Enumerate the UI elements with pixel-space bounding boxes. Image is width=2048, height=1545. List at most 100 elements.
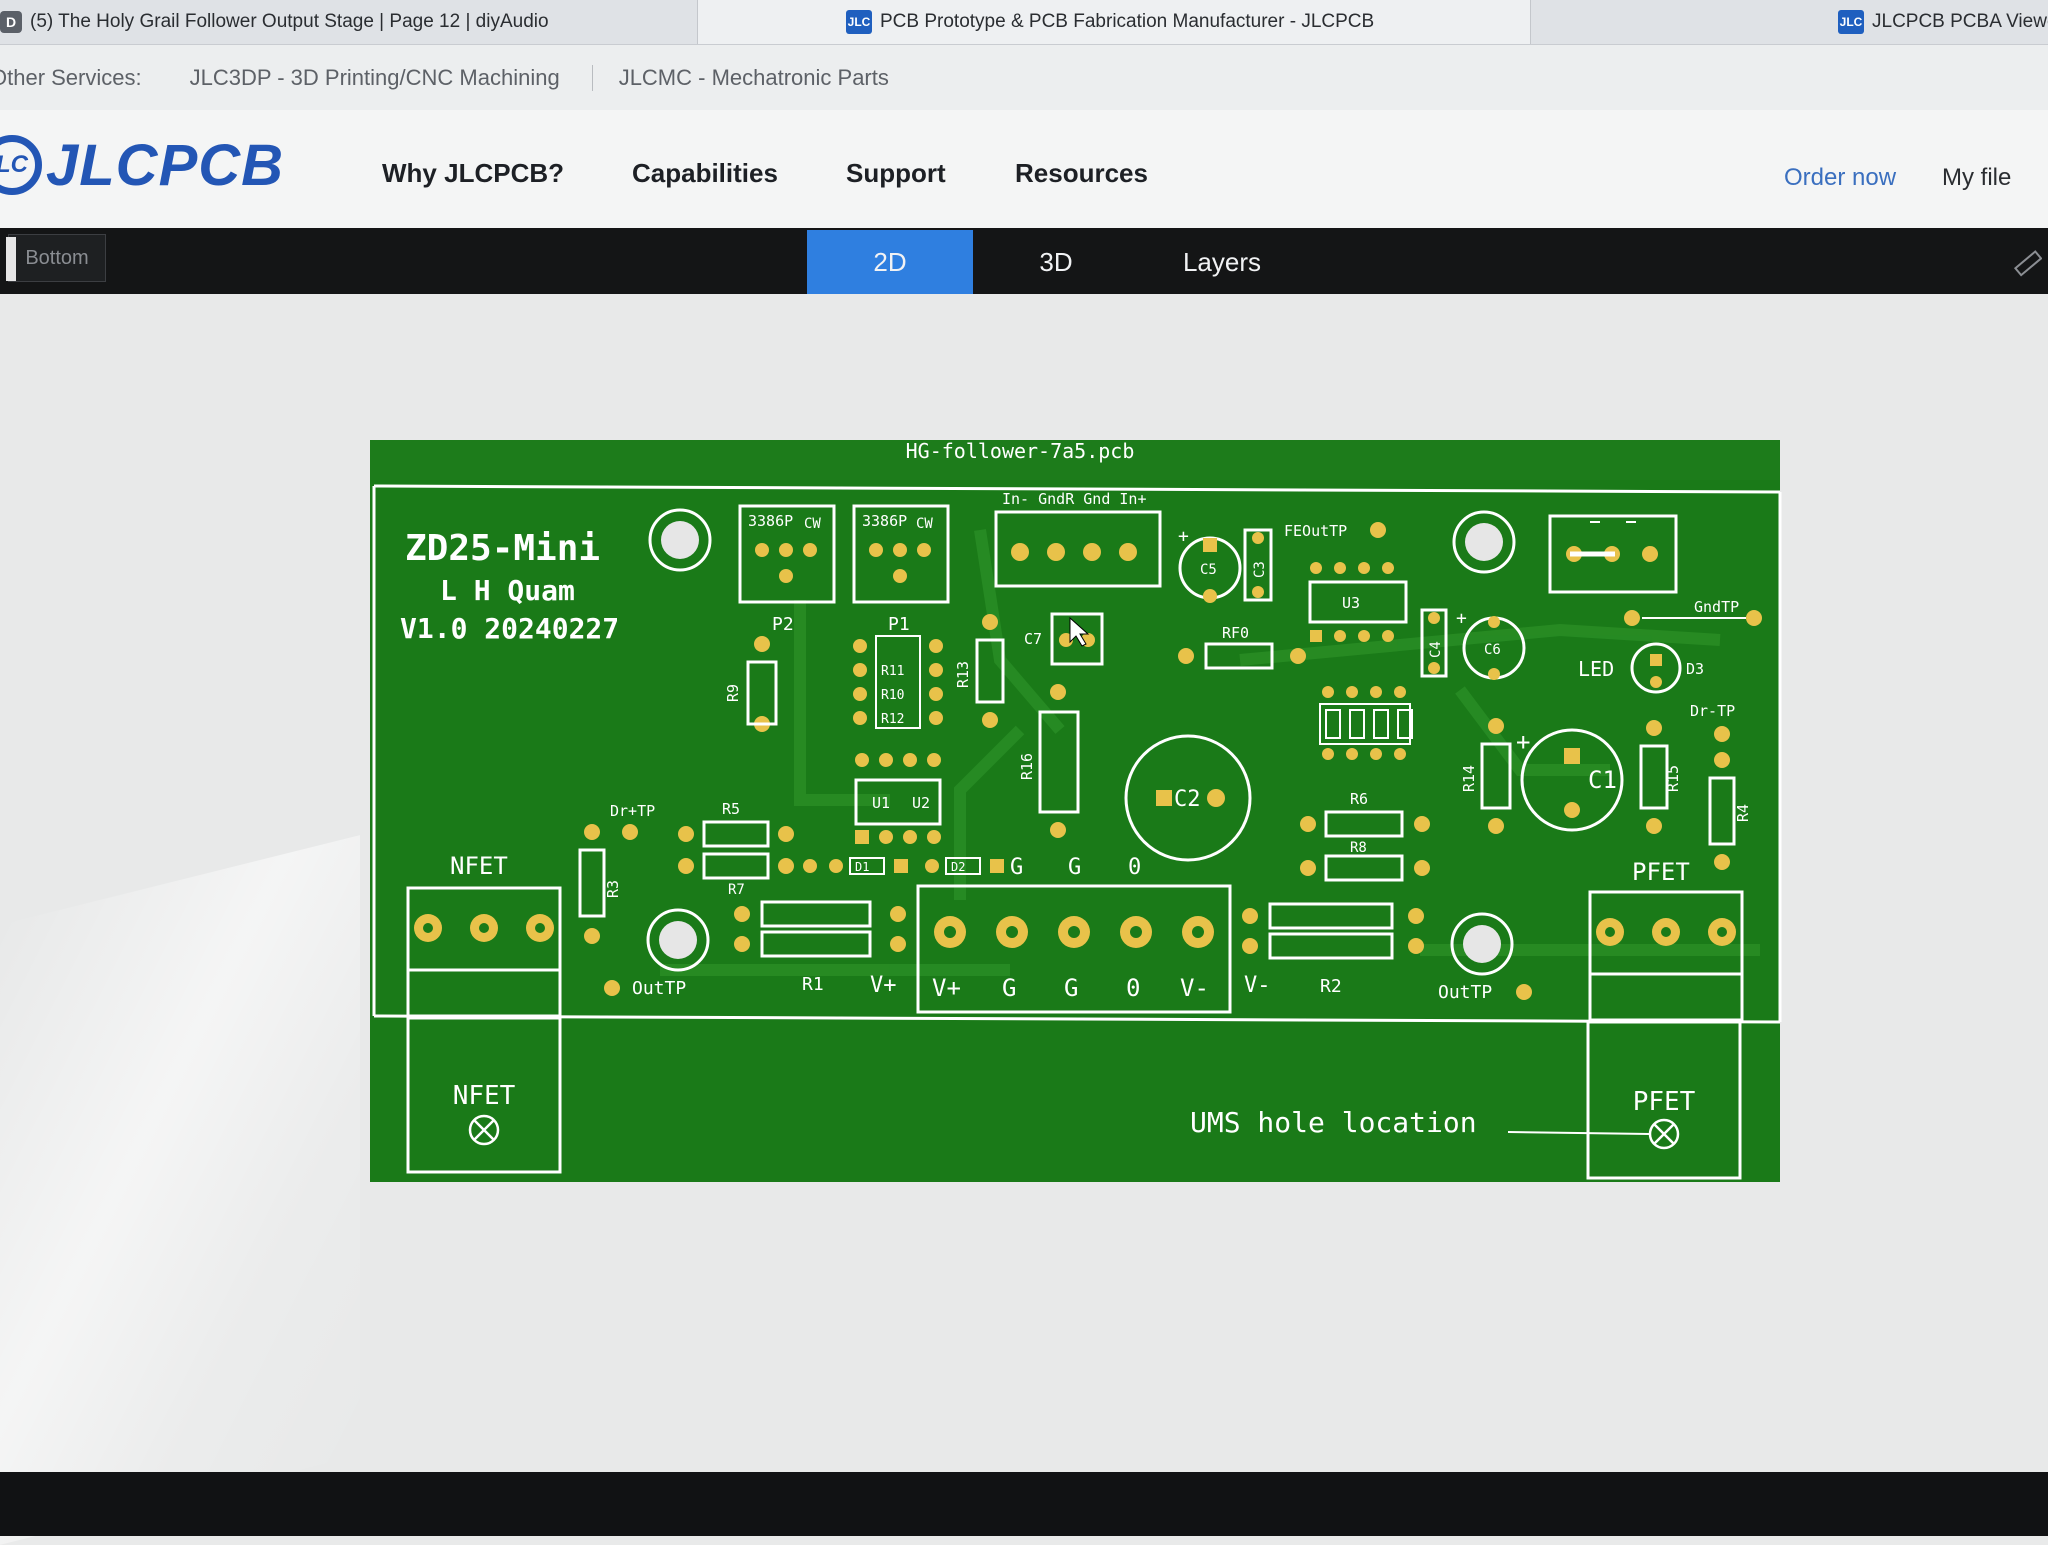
out-tp-right-label: OutTP	[1438, 982, 1492, 1003]
resistor-r2	[1242, 902, 1424, 960]
pcb-render[interactable]: HG-follower-7a5.pcb ZD25-Mini L H Quam V…	[360, 430, 1790, 1190]
pcb-version: V1.0 20240227	[400, 612, 619, 645]
pfet-bottom-label: PFET	[1633, 1087, 1696, 1117]
tab-layers[interactable]: Layers	[1182, 246, 1262, 277]
top-g-label-1: G	[1010, 855, 1023, 880]
pcb-file-name: HG-follower-7a5.pcb	[906, 439, 1135, 463]
v-plus-left-label: V+	[870, 973, 897, 998]
order-now-link[interactable]: Order now	[1784, 164, 1897, 191]
led-label: LED	[1578, 657, 1614, 681]
service-link-3dp[interactable]: JLC3DP - 3D Printing/CNC Machining	[189, 64, 560, 90]
r10-label: R10	[881, 688, 904, 703]
r8-label: R8	[1350, 840, 1367, 856]
r12-label: R12	[881, 712, 904, 727]
bottom-side-button[interactable]: Bottom	[6, 234, 106, 282]
jlcpcb-logo-text: JLCPCB	[46, 132, 285, 198]
c5-plus-mark: +	[1178, 526, 1189, 547]
nav-resources[interactable]: Resources	[1015, 158, 1148, 188]
nfet-footprint	[406, 886, 562, 1018]
diyaudio-favicon-icon: D	[0, 11, 22, 33]
browser-tab-title: PCB Prototype & PCB Fabrication Manufact…	[880, 11, 1375, 32]
nfet-heatsink-outline	[406, 1016, 562, 1174]
gnd-testpoint	[1624, 610, 1762, 626]
r7-label: R7	[728, 882, 745, 898]
nfet-bottom-label: NFET	[453, 1081, 516, 1111]
r13-label: R13	[954, 661, 972, 688]
ruler-icon[interactable]	[2012, 250, 2042, 280]
r14-label: R14	[1460, 765, 1478, 792]
pfet-heatsink-outline	[1586, 1020, 1742, 1180]
terminal-g-label-2: G	[1064, 974, 1078, 1002]
out-testpoint-right	[1516, 984, 1532, 1000]
ums-hole-location-label: UMS hole location	[1190, 1106, 1477, 1139]
nfet-top-label: NFET	[450, 852, 508, 880]
tab-2d[interactable]: 2D	[807, 230, 973, 294]
nav-support[interactable]: Support	[846, 158, 946, 188]
resistor-r8	[1300, 854, 1430, 882]
ums-leader-line	[1507, 1131, 1651, 1135]
r16-label: R16	[1018, 753, 1036, 780]
mounting-holes	[646, 508, 1516, 976]
d1-label: D1	[855, 860, 869, 874]
resistor-r4	[1708, 726, 1736, 870]
ic-u1-u2	[854, 753, 942, 844]
mouse-cursor-icon	[1069, 616, 1090, 647]
pcb-title: ZD25-Mini	[405, 528, 600, 569]
jlcpcb-favicon-icon: JLC	[1838, 10, 1864, 34]
p1-part-label: 3386P	[862, 512, 907, 530]
capacitor-c4	[1420, 608, 1448, 678]
r3-label: R3	[604, 880, 622, 898]
browser-tab-pcba-viewer[interactable]: JLC JLCPCB PCBA Viewer	[1838, 0, 2048, 44]
browser-tab-jlcpcb[interactable]: JLC PCB Prototype & PCB Fabrication Manu…	[697, 0, 1531, 44]
ic-u3	[1308, 562, 1408, 642]
my-file-link[interactable]: My file	[1942, 164, 2012, 191]
tab-3d[interactable]: 3D	[1039, 246, 1073, 277]
input-header-label: In- GndR Gnd In+	[1002, 490, 1147, 508]
nav-capabilities[interactable]: Capabilities	[632, 158, 778, 188]
u3-label: U3	[1342, 594, 1360, 612]
v-minus-right-label: V-	[1244, 973, 1271, 998]
resistor-r3	[578, 824, 638, 944]
resistor-array-r10-r12	[853, 635, 943, 729]
top-g-label-2: G	[1068, 855, 1081, 880]
trimmer-p2	[738, 504, 836, 604]
pcb-top-strip	[370, 440, 1780, 480]
resistor-r15	[1639, 720, 1669, 834]
jlcpcb-logo[interactable]: LC JLCPCB	[0, 130, 284, 200]
d3-label: D3	[1686, 660, 1704, 678]
diode-row	[803, 857, 1004, 875]
p2-part-label: 3386P	[748, 512, 793, 530]
p1-label: P1	[888, 614, 910, 635]
resistor-array-center	[1319, 686, 1413, 760]
r2-label: R2	[1320, 976, 1342, 997]
led-d3	[1630, 642, 1682, 694]
viewer-toolbar: Bottom 2D 3D Layers	[0, 228, 2048, 294]
screen-bezel	[0, 1472, 2048, 1536]
r1-label: R1	[802, 974, 824, 995]
pfet-footprint	[1588, 890, 1744, 1022]
power-terminal-block	[916, 884, 1232, 1014]
fe-out-tp-label: FEOutTP	[1284, 522, 1347, 540]
dr-plus-tp-label: Dr+TP	[610, 802, 655, 820]
capacitor-c6	[1462, 616, 1526, 680]
u2-label: U2	[912, 794, 930, 812]
browser-tab-title: JLCPCB PCBA Viewer	[1872, 11, 2048, 32]
resistor-r1	[734, 900, 906, 958]
resistor-r7	[678, 852, 794, 880]
nav-why-jlcpcb[interactable]: Why JLCPCB?	[382, 158, 564, 188]
browser-tab-title: (5) The Holy Grail Follower Output Stage…	[30, 11, 549, 32]
capacitor-c3	[1243, 528, 1273, 602]
browser-tab-diyaudio[interactable]: D (5) The Holy Grail Follower Output Sta…	[0, 0, 696, 44]
jlcpcb-logo-mark-icon: LC	[0, 135, 42, 195]
resistor-r16	[1038, 684, 1080, 838]
service-link-jlcmc[interactable]: JLCMC - Mechatronic Parts	[618, 64, 889, 90]
capacitor-c5	[1178, 536, 1242, 603]
d2-label: D2	[951, 860, 965, 874]
out-tp-left-label: OutTP	[632, 978, 686, 999]
capacitor-c2	[1124, 734, 1252, 862]
dr-minus-tp-label: Dr-TP	[1690, 702, 1735, 720]
c6-label: C6	[1484, 642, 1501, 658]
gnd-tp-label: GndTP	[1694, 598, 1739, 616]
board-outline-bottom	[373, 1014, 1781, 1024]
p2-label: P2	[772, 614, 794, 635]
